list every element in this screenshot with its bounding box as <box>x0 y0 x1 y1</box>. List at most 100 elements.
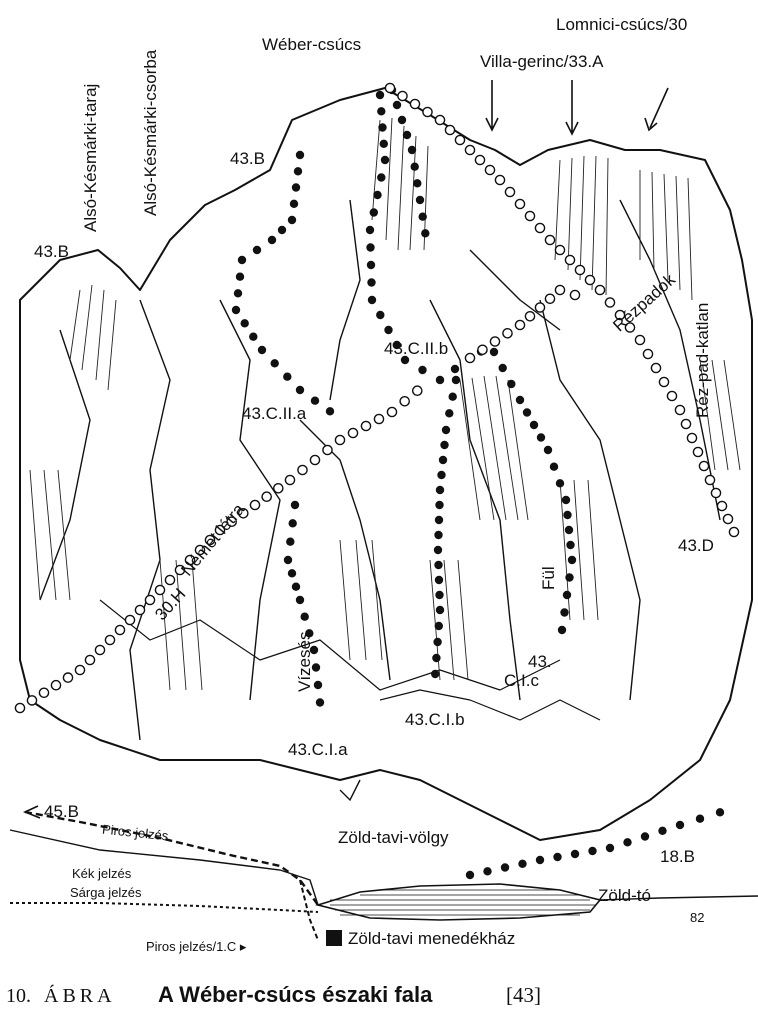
route-ridge-circle <box>569 289 581 301</box>
route-43c2a-dot <box>283 372 292 381</box>
route-30h-circle <box>284 474 296 486</box>
route-ridge-circle <box>514 319 526 331</box>
route-30h-circle <box>322 444 333 456</box>
route-30h-circle <box>84 654 96 666</box>
route-43d-circle <box>554 244 566 256</box>
route-43b-top-label: 43.B <box>230 149 265 168</box>
route-43c1b-dot <box>433 637 442 647</box>
route-ridge-circle <box>502 327 513 339</box>
route-43c2a-dot <box>233 289 243 298</box>
route-top-dot <box>392 100 402 110</box>
figure-abra-label: ÁBRA <box>44 985 116 1007</box>
route-43c1a-dot <box>290 500 300 510</box>
route-30h-circle <box>144 594 156 606</box>
route-18b-dot <box>715 808 725 817</box>
route-43c2b-dot <box>450 364 460 374</box>
route-dots-open <box>14 82 740 714</box>
route-top-dot <box>421 229 430 238</box>
route-43c1c-dot <box>549 462 559 471</box>
zold-to-label: Zöld-tó <box>598 886 651 905</box>
route-30h-circle <box>204 534 216 546</box>
route-ridge-circle <box>489 336 501 347</box>
route-43c1b-dot <box>448 392 457 401</box>
route-43c1b-dot <box>435 605 445 615</box>
route-43c1a-dot <box>313 680 323 690</box>
route-43c2a-dot <box>257 345 267 355</box>
route-43c2b-dot <box>377 107 386 116</box>
lomnici-peak-label: Lomnici-csúcs/30 <box>556 15 688 34</box>
route-43c1b-dot <box>434 530 443 540</box>
route-30h-circle <box>347 427 359 439</box>
route-43d-circle <box>484 164 496 176</box>
route-43d-circle <box>680 418 692 430</box>
route-30h-circle <box>62 672 74 683</box>
route-43c1b-dot <box>445 409 454 418</box>
route-43c1a-dot <box>287 569 297 578</box>
route-top-dot <box>415 195 425 205</box>
route-43c1c-dot <box>561 495 571 505</box>
route-43c2b-dot <box>378 123 387 132</box>
route-30h-circle <box>272 482 284 494</box>
route-top-dot <box>410 162 419 171</box>
route-43d-circle <box>674 404 686 416</box>
route-43c2a-dot <box>237 255 247 265</box>
route-43d-circle <box>642 348 654 360</box>
route-43c1a-dot <box>309 645 319 655</box>
route-30h-circle <box>386 406 398 418</box>
route-18b-dot <box>500 863 510 872</box>
route-43c1a-dot <box>305 629 314 638</box>
piros-1c-trail <box>299 879 319 941</box>
route-43d-circle <box>474 154 486 166</box>
route-43c1b-dot <box>440 440 449 450</box>
route-43c1b-dot <box>434 621 443 631</box>
route-43d-circle <box>454 134 466 146</box>
route-18b-dot <box>623 838 632 847</box>
route-43c1c-dot <box>565 573 574 582</box>
route-43c1c-dot <box>555 479 565 488</box>
route-43c2b-dot <box>366 243 375 252</box>
route-43c2a-dot <box>325 407 335 416</box>
route-43d-circle <box>722 513 734 525</box>
route-18b-dot <box>605 843 615 853</box>
route-30h-circle <box>14 702 26 714</box>
route-43c1c-dot <box>507 379 516 389</box>
route-43c1b-dot <box>433 545 443 555</box>
route-43c2b-dot <box>365 225 375 235</box>
route-43c2a-label: 43.C.II.a <box>242 404 307 423</box>
route-43c1c-dot <box>536 433 546 442</box>
route-43d-circle <box>514 198 526 210</box>
route-43c2a-dot <box>252 245 262 255</box>
figure-title: A Wéber-csúcs északi fala <box>158 982 433 1007</box>
route-43d-circle <box>409 98 421 110</box>
route-43c2b-dot <box>376 310 385 320</box>
route-43c1c-dot <box>566 540 575 550</box>
route-43c2a-dot <box>249 332 258 341</box>
route-43c2a-dot <box>277 225 287 235</box>
route-43c1c-label-b: C.I.c <box>504 671 539 690</box>
trail-lines <box>10 810 319 941</box>
route-43c2a-dot <box>295 385 305 395</box>
route-43c2a-dot <box>240 319 249 328</box>
route-18b-dot <box>675 820 685 830</box>
route-30h-circle <box>174 564 186 576</box>
route-43b-left-label: 43.B <box>34 242 69 261</box>
route-43c1b-label: 43.C.I.b <box>405 710 465 729</box>
zold-to-lake <box>315 883 602 921</box>
route-30h-circle <box>26 695 38 706</box>
route-43c1c-dot <box>522 408 532 417</box>
route-43c1b-dot <box>435 500 444 510</box>
route-43d-circle <box>534 222 546 234</box>
route-43c2b-dot <box>369 208 378 217</box>
route-dots-filled <box>231 85 725 880</box>
route-43c2b-dot <box>377 173 386 182</box>
route-43d-circle <box>728 526 740 538</box>
route-43c1b-dot <box>435 485 445 495</box>
route-ridge-circle <box>534 302 546 313</box>
rock-hatching <box>29 117 741 691</box>
route-43c2a-dot <box>235 272 245 281</box>
route-43d-circle <box>464 144 476 156</box>
route-43c2a-dot <box>293 167 303 176</box>
route-43c1c-dot <box>498 363 507 373</box>
piros-1c-label: Piros jelzés/1.C ▸ <box>146 939 247 954</box>
route-43c2b-dot <box>435 375 445 385</box>
